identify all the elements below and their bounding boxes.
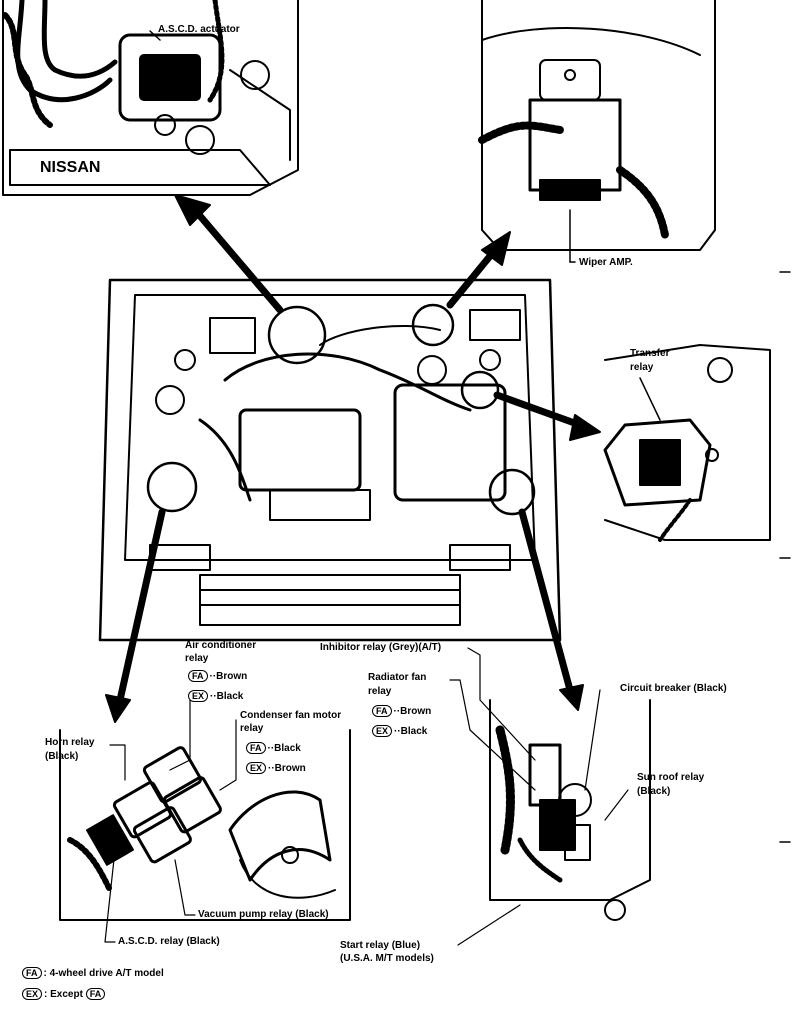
- ac-ex-code: EX: [188, 690, 209, 702]
- bottom-left-relay-inset: [59, 699, 351, 943]
- legend-ex-row: EX: Except FA: [22, 988, 107, 1001]
- cond-ex-code: EX: [246, 762, 267, 774]
- legend-fa-code: FA: [22, 967, 42, 979]
- rad-fa-code: FA: [372, 705, 392, 717]
- ascd-actuator-label: A.S.C.D. actuator: [158, 24, 240, 35]
- radiator-fan-fa-row: FA··Brown: [372, 705, 431, 718]
- ascd-relay-label: A.S.C.D. relay (Black): [118, 936, 220, 947]
- ac-relay-label-line1: Air conditioner: [185, 640, 257, 651]
- margin-ticks: [779, 271, 791, 843]
- wiper-amp-label: Wiper AMP.: [579, 257, 633, 268]
- condenser-fan-fa-row: FA··Black: [246, 742, 301, 755]
- engine-badge-text: NISSAN: [40, 159, 100, 176]
- legend-ex-ref-code: FA: [85, 988, 106, 1000]
- legend-ex-text: : Except: [44, 989, 83, 1000]
- condenser-fan-label-line2: relay: [240, 723, 264, 734]
- ac-ex-color: ··Black: [210, 691, 244, 702]
- vacuum-pump-relay-label: Vacuum pump relay (Black): [198, 909, 329, 920]
- circuit-breaker-label: Circuit breaker (Black): [620, 683, 727, 694]
- legend-fa-text: : 4-wheel drive A/T model: [43, 968, 164, 979]
- cond-fa-color: ··Black: [267, 743, 301, 754]
- legend-fa-row: FA: 4-wheel drive A/T model: [22, 967, 164, 980]
- ac-relay-label-line2: relay: [185, 653, 209, 664]
- cond-fa-code: FA: [246, 742, 266, 754]
- transfer-relay-label-line1: Transfer: [630, 348, 670, 359]
- sun-roof-relay-label-line1: Sun roof relay: [637, 772, 705, 783]
- rad-ex-code: EX: [372, 725, 393, 737]
- inhibitor-relay-label: Inhibitor relay (Grey)(A/T): [320, 642, 442, 653]
- ascd-actuator-inset: NISSAN: [2, 0, 299, 196]
- ac-relay-fa-row: FA··Brown: [188, 670, 247, 683]
- bottom-right-relay-inset: [449, 647, 651, 946]
- legend-ex-code: EX: [22, 988, 43, 1000]
- horn-relay-label-line2: (Black): [45, 751, 79, 762]
- ac-fa-code: FA: [188, 670, 208, 682]
- condenser-fan-label-line1: Condenser fan motor: [240, 710, 342, 721]
- transfer-relay-label-line2: relay: [630, 362, 654, 373]
- rad-ex-color: ··Black: [394, 726, 428, 737]
- start-relay-label-line1: Start relay (Blue): [340, 940, 421, 951]
- callout-arrows: [105, 194, 601, 723]
- start-relay-label-line2: (U.S.A. M/T models): [340, 953, 434, 964]
- radiator-fan-label-line1: Radiator fan: [368, 672, 427, 683]
- sun-roof-relay-label-line2: (Black): [637, 786, 671, 797]
- ac-fa-color: ··Brown: [209, 671, 248, 682]
- engine-bay-view: [98, 278, 562, 642]
- transfer-relay-inset: [603, 344, 771, 542]
- ac-relay-ex-row: EX··Black: [188, 690, 243, 703]
- cond-ex-color: ··Brown: [268, 763, 306, 774]
- rad-fa-color: ··Brown: [393, 706, 432, 717]
- horn-relay-label-line1: Horn relay: [45, 737, 95, 748]
- radiator-fan-label-line2: relay: [368, 686, 392, 697]
- wiper-amp-inset: [478, 0, 716, 263]
- radiator-fan-ex-row: EX··Black: [372, 725, 427, 738]
- condenser-fan-ex-row: EX··Brown: [246, 762, 306, 775]
